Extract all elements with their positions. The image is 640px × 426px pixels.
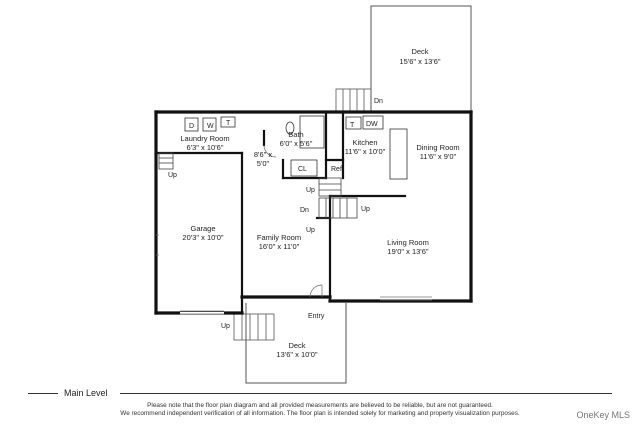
top-deck [370, 5, 472, 112]
up-family-label: Up [306, 227, 315, 234]
deck-bottom-name: Deck [288, 341, 305, 350]
footer-rule-right [120, 393, 612, 394]
exterior-walls [154, 110, 473, 315]
level-title: Main Level [64, 388, 108, 398]
laundry-sink-label: T [226, 120, 231, 127]
up-stairs-label: Up [361, 206, 370, 213]
family-room-dims: 16'0" x 11'0" [259, 242, 300, 251]
closet [290, 159, 318, 177]
disclaimer-line-2: We recommend independent verification of… [120, 410, 520, 417]
laundry-sink [220, 116, 236, 128]
footer-rule-left [28, 393, 58, 394]
kitchen-sink [345, 116, 362, 130]
ref-label: Ref [331, 166, 342, 173]
hall-name: 8'6" x [254, 150, 273, 159]
closet-label: CL [298, 166, 307, 173]
dn-hall-label: Dn [300, 207, 309, 214]
dining-room-name: Dining Room [416, 143, 459, 152]
windows [156, 234, 432, 315]
top-deck-stairs [335, 88, 372, 113]
kitchen-sink-label: T [350, 122, 355, 129]
up-hall-label: Up [306, 187, 315, 194]
laundry-stairs [158, 152, 174, 170]
living-room-name: Living Room [387, 238, 429, 247]
bath-fixtures [285, 115, 325, 149]
dryer-label: D [189, 123, 194, 130]
toilet [285, 121, 295, 135]
garage-dims: 20'3" x 10'0" [182, 233, 223, 242]
interior-stairs [318, 177, 358, 219]
dishwasher [362, 115, 384, 130]
deck-bottom-dims: 13'6" x 10'0" [276, 350, 317, 359]
family-room-name: Family Room [257, 233, 301, 242]
kitchen-dims: 11'6" x 10'0" [345, 147, 386, 156]
entry-label: Entry [308, 313, 325, 320]
dining-room-dims: 11'6" x 9'0" [420, 152, 457, 161]
kitchen-name: Kitchen [352, 138, 377, 147]
bathtub [299, 115, 325, 149]
hall-dims: 5'0" [257, 159, 270, 168]
laundry-room-dims: 6'3" x 10'6" [187, 143, 224, 152]
kitchen-fixtures [345, 115, 408, 180]
dishwasher-label: DW [366, 121, 378, 128]
washer [202, 117, 217, 132]
laundry-room-name: Laundry Room [180, 134, 229, 143]
watermark: OneKey MLS [576, 410, 630, 420]
washer-label: W [207, 123, 214, 130]
dn-top-label: Dn [374, 98, 383, 105]
up-deck-label: Up [221, 323, 230, 330]
laundry-fixtures [184, 116, 236, 132]
dryer [184, 117, 199, 132]
bath-name: Bath [288, 130, 303, 139]
doors [263, 144, 323, 298]
garage-name: Garage [190, 224, 215, 233]
kitchen-island [389, 128, 408, 180]
deck-top-name: Deck [411, 47, 428, 56]
interior-walls [154, 110, 407, 315]
deck-top-dims: 15'6" x 13'6" [399, 57, 440, 66]
disclaimer-line-1: Please note that the floor plan diagram … [147, 402, 493, 409]
bottom-deck-stairs [233, 313, 275, 341]
bottom-deck [245, 303, 347, 384]
living-room-dims: 19'0" x 13'6" [387, 247, 428, 256]
up-laundry-label: Up [168, 172, 177, 179]
bath-dims: 6'0" x 5'6" [280, 139, 313, 148]
